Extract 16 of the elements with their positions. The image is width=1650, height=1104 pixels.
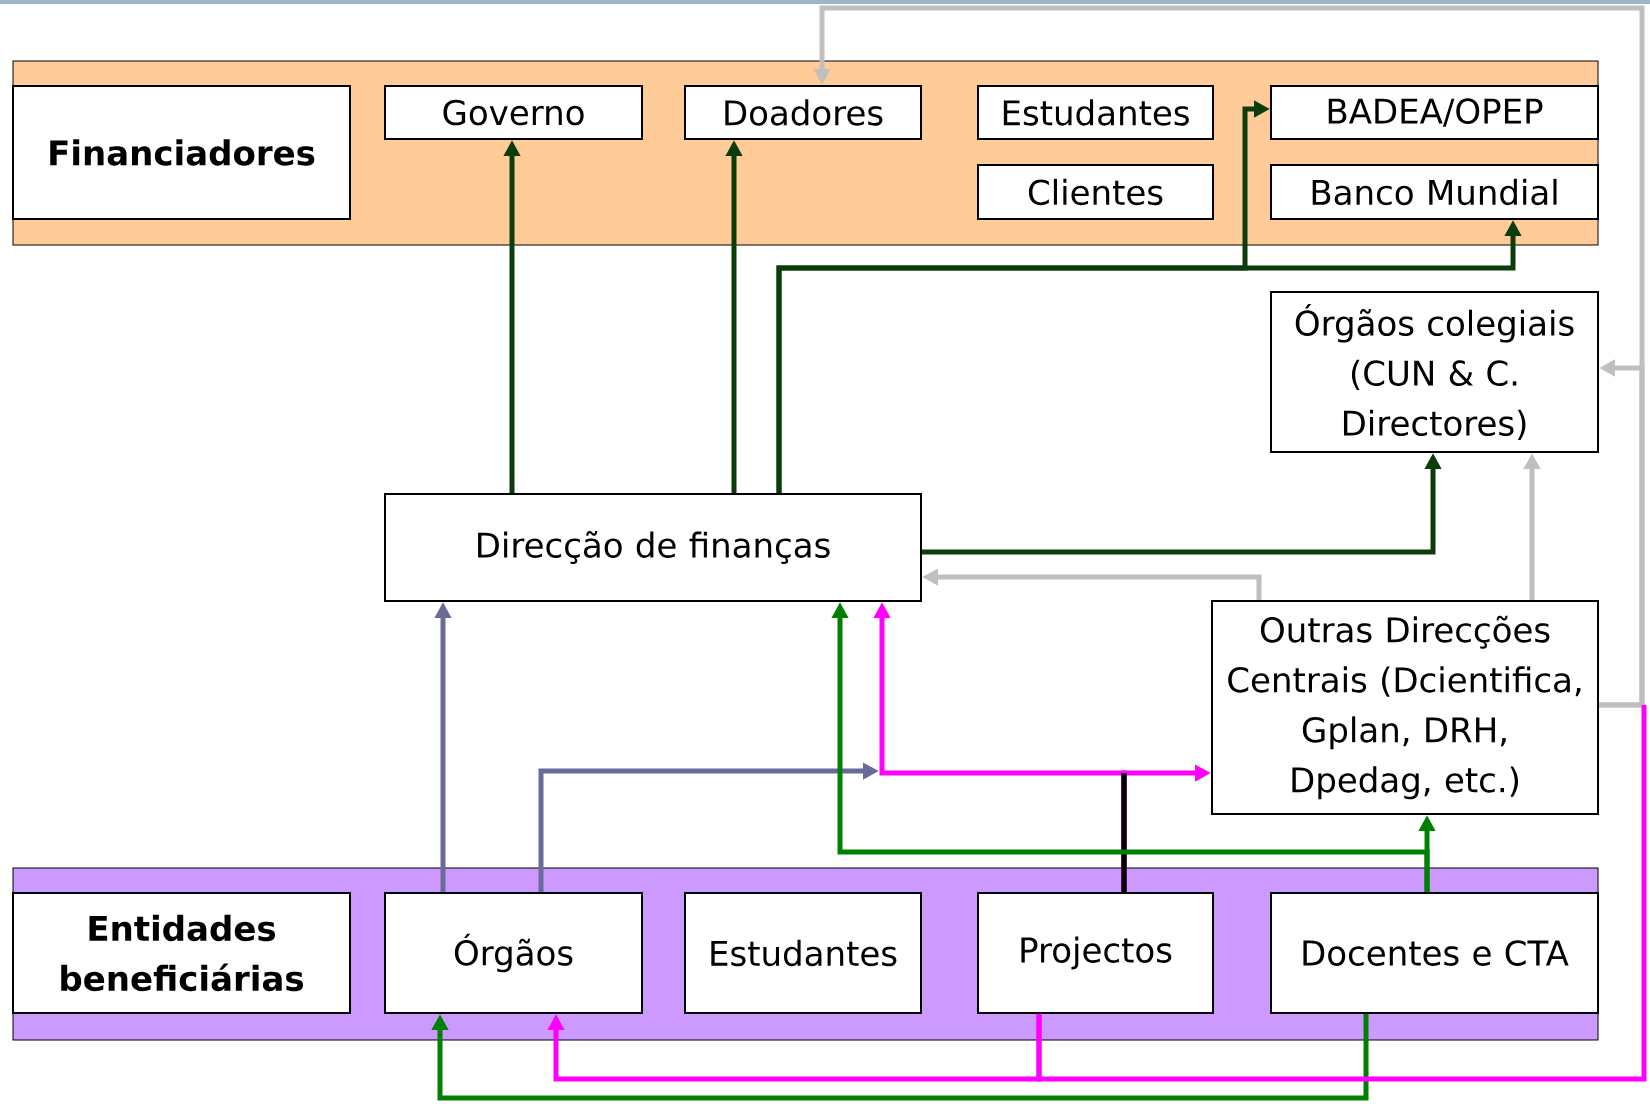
heading-box: Entidades beneficiárias: [12, 892, 351, 1014]
box: Clientes: [977, 164, 1214, 220]
box: Direcção de finanças: [384, 493, 922, 602]
box: Órgãos: [384, 892, 643, 1014]
box: Docentes e CTA: [1270, 892, 1599, 1014]
box: Órgãos colegiais (CUN & C. Directores): [1270, 291, 1599, 453]
box: Doadores: [684, 85, 922, 140]
box: Banco Mundial: [1270, 164, 1599, 220]
box: Governo: [384, 85, 643, 140]
box: Estudantes: [977, 85, 1214, 140]
box: Estudantes: [684, 892, 922, 1014]
arrow: [431, 1014, 1369, 1101]
box: BADEA/OPEP: [1270, 85, 1599, 140]
heading-box: Financiadores: [12, 85, 351, 220]
box: Outras Direcções Centrais (Dcientifica, Gplan, DRH, Dpedag, etc.): [1211, 600, 1599, 815]
box: Projectos: [977, 892, 1214, 1014]
